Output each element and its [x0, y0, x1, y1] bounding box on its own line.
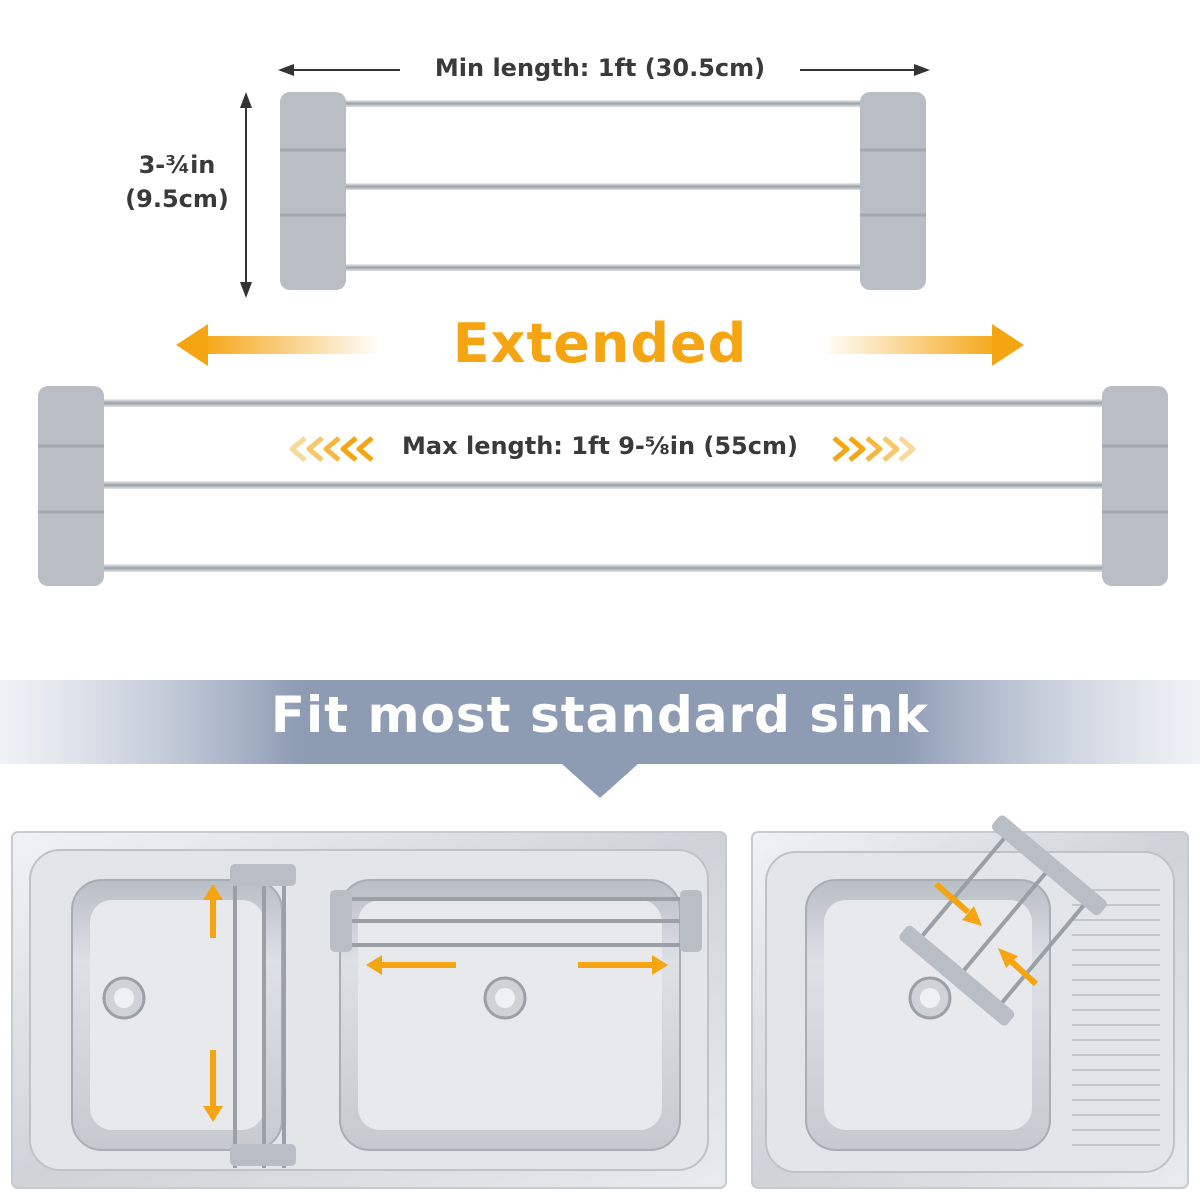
double-arrow-horizontal-icon — [366, 955, 668, 975]
extended-label: Extended — [452, 312, 748, 375]
height-label-inches: 3-¾in — [138, 151, 216, 179]
banner — [0, 680, 1200, 798]
banner-title: Fit most standard sink — [270, 686, 930, 744]
extend-left-arrow — [176, 324, 380, 366]
chevrons-right-icon — [832, 436, 916, 462]
chevrons-left-icon — [289, 436, 374, 462]
arrow-down-right-icon — [934, 881, 982, 926]
single-sink — [751, 815, 1189, 1189]
double-arrow-vertical-icon — [203, 884, 223, 1122]
arrow-up-left-icon — [998, 948, 1039, 987]
height-label: 3-¾in (9.5cm) — [112, 148, 242, 216]
rack-extended — [38, 386, 1168, 586]
rack-compact — [280, 92, 926, 290]
max-length-label: Max length: 1ft 9-⅝in (55cm) — [402, 432, 798, 460]
height-dimension — [240, 92, 252, 298]
extend-right-arrow — [822, 324, 1024, 366]
height-label-cm: (9.5cm) — [125, 185, 229, 213]
min-length-label: Min length: 1ft (30.5cm) — [400, 54, 800, 82]
double-sink — [11, 831, 727, 1189]
